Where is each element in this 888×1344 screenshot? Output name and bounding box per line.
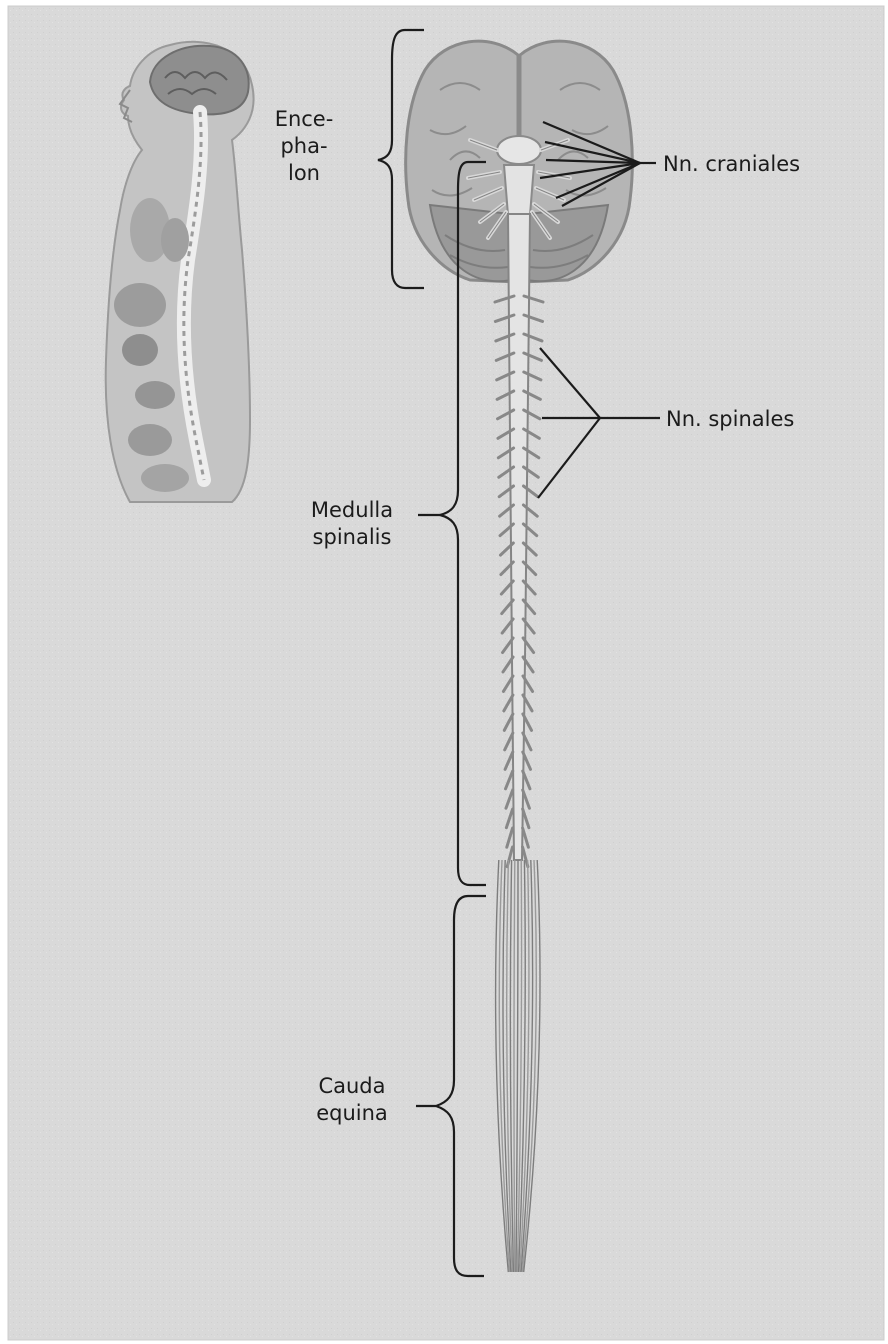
label-medulla-line1: Medulla [288,497,416,524]
label-encephalon-line1: Ence- [256,106,352,133]
label-cauda-line2: equina [292,1100,412,1127]
label-encephalon: Ence- pha- lon [256,106,352,187]
label-cauda-line1: Cauda [292,1073,412,1100]
label-nn-spinales: Nn. spinales [666,406,794,433]
label-nn-craniales-text: Nn. craniales [663,151,800,178]
body-inset-illustration [106,42,254,502]
label-cauda-equina: Cauda equina [292,1073,412,1127]
label-encephalon-line2: pha- [256,133,352,160]
label-nn-spinales-text: Nn. spinales [666,406,794,433]
label-nn-craniales: Nn. craniales [663,151,800,178]
label-medulla-spinalis: Medulla spinalis [288,497,416,551]
label-encephalon-line3: lon [256,160,352,187]
label-medulla-line2: spinalis [288,524,416,551]
cauda-equina-fibre [514,860,515,1272]
